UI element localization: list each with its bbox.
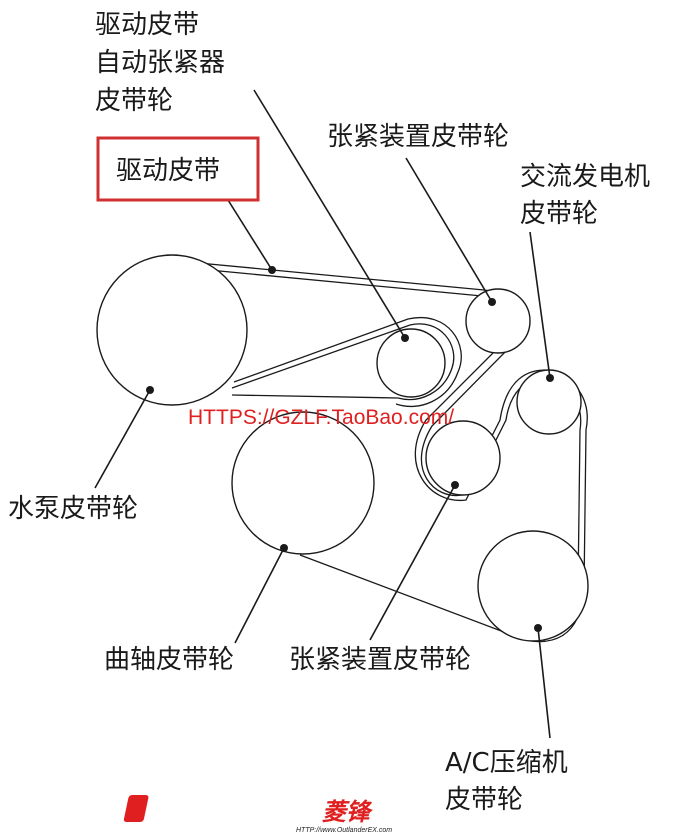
lower-tensioner-pulley <box>425 420 501 496</box>
label-auto-tensioner-line2: 自动张紧器 <box>95 48 225 78</box>
watermark-url: HTTPS://GZLF.TaoBao.com/ <box>188 406 454 429</box>
label-water-pump-pulley: 水泵皮带轮 <box>8 494 138 524</box>
label-lower-tensioner-pulley: 张紧装置皮带轮 <box>289 645 471 675</box>
logo-url: HTTP://www.OutlanderEX.com <box>296 827 392 834</box>
label-auto-tensioner-line3: 皮带轮 <box>95 86 173 116</box>
label-crankshaft-pulley: 曲轴皮带轮 <box>104 645 234 675</box>
brand-logo: 菱锋 HTTP://www.OutlanderEX.com <box>123 795 392 834</box>
logo-mark-icon <box>123 795 149 822</box>
label-auto-tensioner-line1: 驱动皮带 <box>95 10 199 40</box>
drive-belt-highlight-box <box>96 136 260 202</box>
label-ac-compressor-line1: A/C压缩机 <box>445 748 568 778</box>
label-alternator-line1: 交流发电机 <box>520 162 650 192</box>
upper-tensioner-pulley <box>465 288 531 354</box>
label-drive-belt: 驱动皮带 <box>116 156 220 186</box>
label-upper-tensioner-pulley: 张紧装置皮带轮 <box>327 122 509 152</box>
drive-belt-auto-tensioner-pulley <box>376 328 446 398</box>
crankshaft-pulley <box>231 411 375 555</box>
leader-lines <box>94 89 551 739</box>
label-ac-compressor-line2: 皮带轮 <box>445 785 523 815</box>
water-pump-pulley <box>96 254 248 406</box>
ac-compressor-pulley <box>477 530 589 642</box>
label-alternator-line2: 皮带轮 <box>520 199 598 229</box>
logo-text: 菱锋 <box>322 798 373 826</box>
